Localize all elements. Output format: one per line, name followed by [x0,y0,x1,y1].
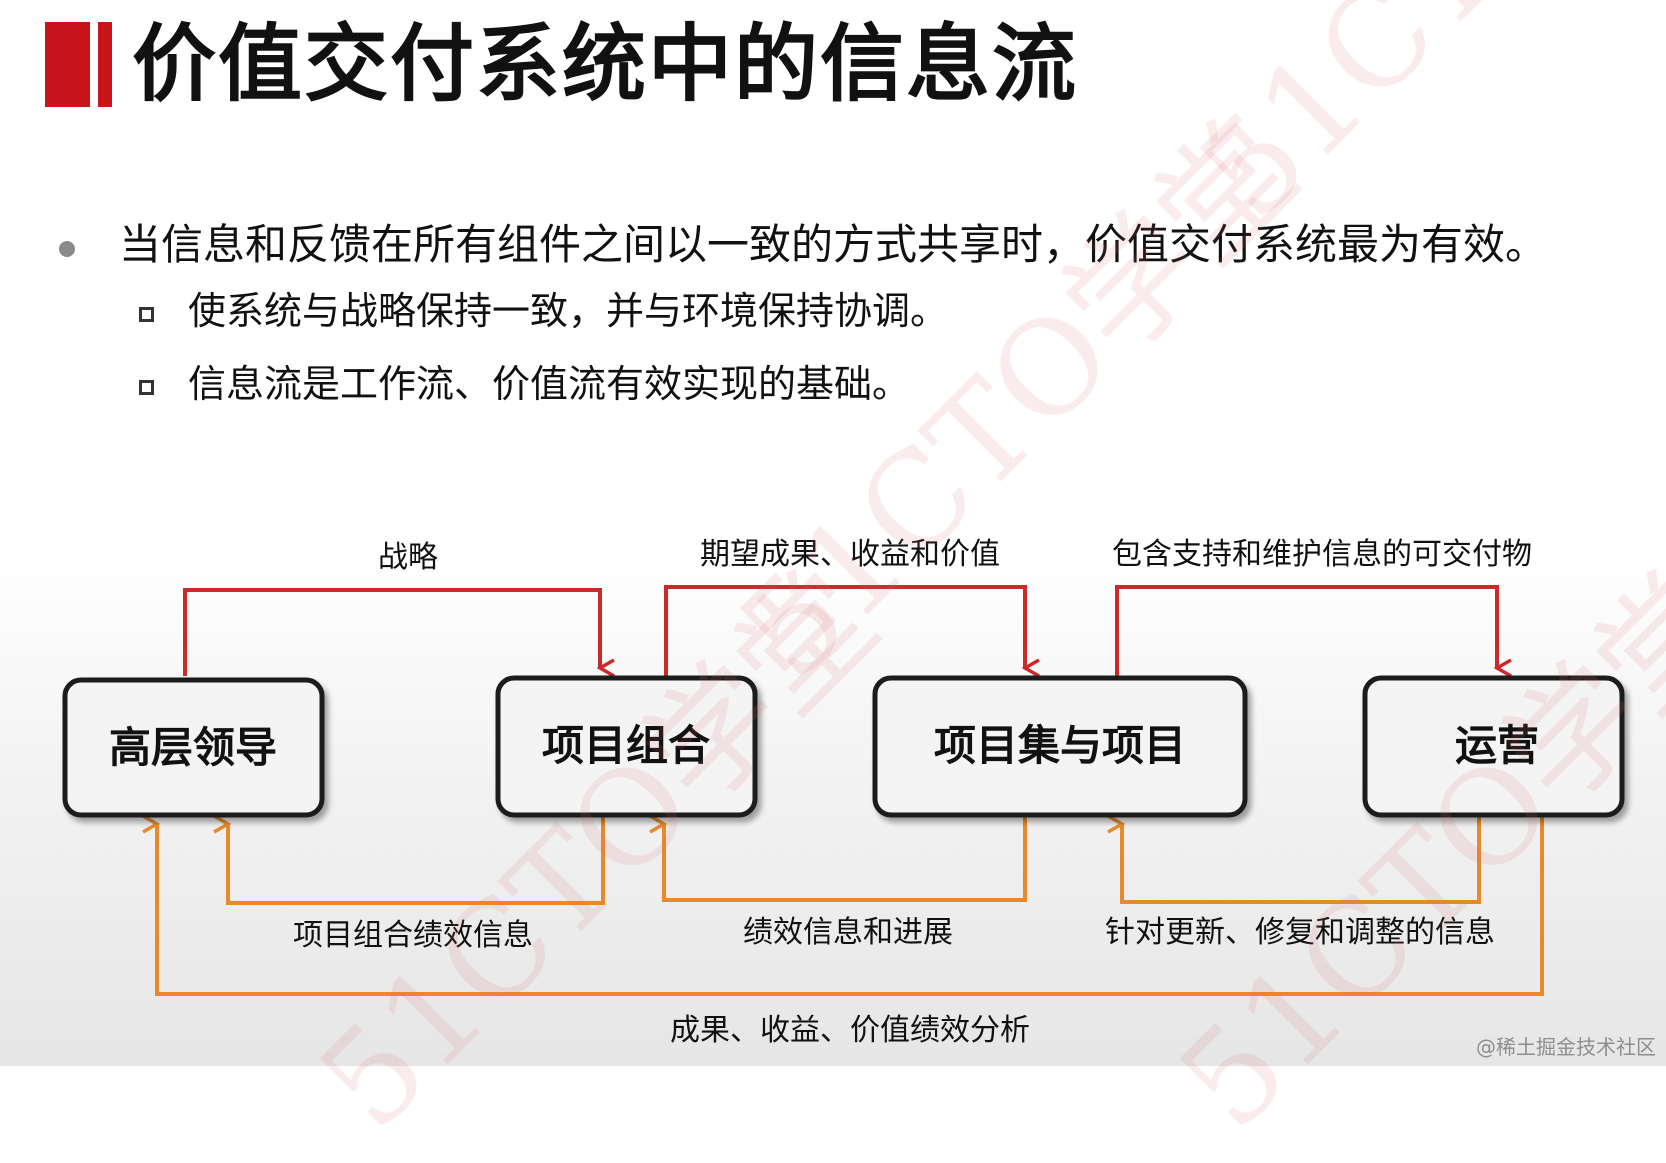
label-updates: 针对更新、修复和调整的信息 [1105,915,1495,950]
label-expected: 期望成果、收益和价值 [700,537,1000,572]
title-accent-bar [45,22,113,107]
sub-bullet-text-2: 信息流是工作流、价值流有效实现的基础。 [188,362,911,406]
node-leadership-label: 高层领导 [109,723,277,772]
node-portfolio: 项目组合 [495,675,758,818]
sub-bullet-text-1: 使系统与战略保持一致，并与环境保持协调。 [188,289,949,333]
flow-progress-arrow [664,812,1027,902]
label-strategy: 战略 [378,540,438,575]
node-programs: 项目集与项目 [872,675,1248,818]
node-operations: 运营 [1362,675,1625,818]
footer-source-mark: @稀土掘金技术社区 [1476,1035,1656,1059]
main-bullet: 当信息和反馈在所有组件之间以一致的方式共享时，价值交付系统最为有效。 [55,215,1655,275]
label-progress: 绩效信息和进展 [743,915,953,950]
node-programs-label: 项目集与项目 [934,721,1186,770]
flow-outcomes-arrow [157,812,1544,996]
square-bullet-icon [139,307,154,322]
main-bullet-text: 当信息和反馈在所有组件之间以一致的方式共享时，价值交付系统最为有效。 [119,220,1548,269]
flow-expected-arrow [664,585,1025,676]
title-accent-stripe [98,22,112,107]
node-operations-label: 运营 [1455,721,1539,770]
sub-bullet-2: 信息流是工作流、价值流有效实现的基础。 [135,358,1535,410]
node-portfolio-label: 项目组合 [542,721,710,770]
flow-updates-arrow [1122,812,1481,904]
title-accent-block [45,22,90,107]
flow-deliverables-arrow [1115,585,1497,676]
bullet-dot-icon [59,241,75,257]
node-leadership: 高层领导 [62,677,325,818]
flow-strategy-arrow [183,588,600,676]
sub-bullet-1: 使系统与战略保持一致，并与环境保持协调。 [135,285,1535,337]
page-title: 价值交付系统中的信息流 [132,15,1079,113]
square-bullet-icon [139,380,154,395]
information-flow-diagram: 高层领导 项目组合 项目集与项目 运营 战略 期望成果、收益和价值 包含支持和维… [62,537,1625,1048]
label-outcomes: 成果、收益、价值绩效分析 [670,1013,1030,1048]
flow-portfolio-perf-arrow [228,812,605,905]
label-portfolio-perf: 项目组合绩效信息 [293,918,533,953]
label-deliverables: 包含支持和维护信息的可交付物 [1112,537,1532,572]
